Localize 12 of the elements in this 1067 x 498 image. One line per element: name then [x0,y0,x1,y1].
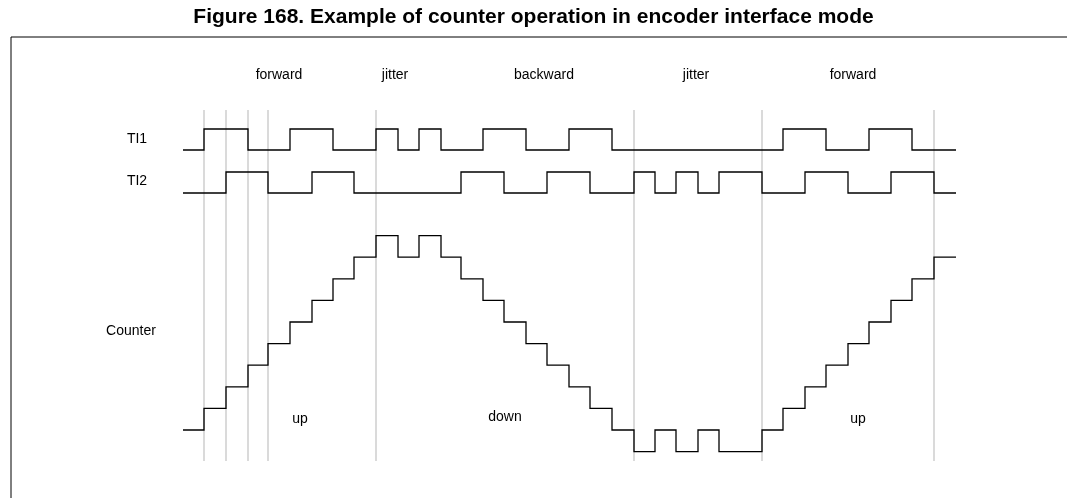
count-direction-label: up [850,410,866,426]
direction-label: forward [829,66,877,82]
direction-label: forward [255,66,303,82]
signal-name: TI1 [126,130,148,146]
signal-name: Counter [106,322,156,338]
count-direction-label: up [292,410,308,426]
figure-title: Figure 168. Example of counter operation in encoder interface mode [192,4,875,28]
signal-name: TI2 [126,172,148,188]
direction-label: jitter [682,66,710,82]
direction-label: jitter [381,66,409,82]
direction-label: backward [514,66,574,82]
count-direction-label: down [488,408,522,424]
